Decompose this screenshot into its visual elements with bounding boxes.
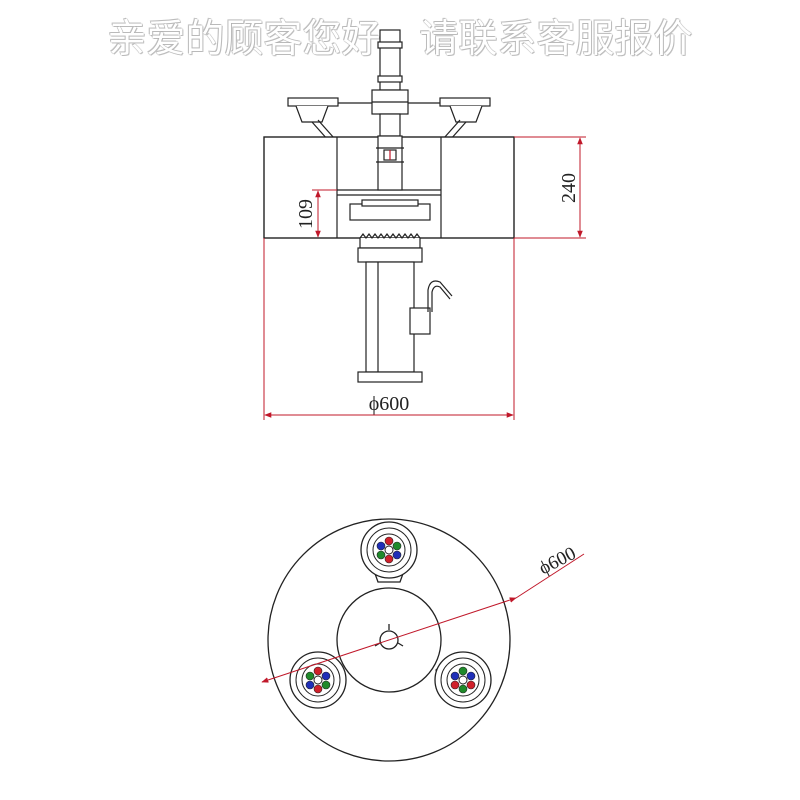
center-pipe (376, 135, 404, 191)
side-view (263, 29, 515, 383)
pump-body (357, 247, 453, 383)
led-lamp-left (289, 651, 347, 709)
pump-gear (349, 199, 431, 249)
side-dimensions (263, 136, 586, 420)
dim-109-label: 109 (295, 199, 317, 229)
top-dimension (261, 553, 585, 683)
dim-top-diameter-label: ϕ600 (536, 543, 580, 579)
dim-240-label: 240 (558, 173, 580, 203)
lamp-right (439, 97, 491, 141)
led-lamp-top (360, 521, 418, 579)
led-lamp-right (434, 651, 492, 709)
valve-assembly (336, 89, 446, 137)
top-nozzle-pipe (377, 29, 403, 91)
dim-side-diameter-label: ϕ600 (369, 393, 410, 415)
lamp-left (287, 97, 339, 141)
